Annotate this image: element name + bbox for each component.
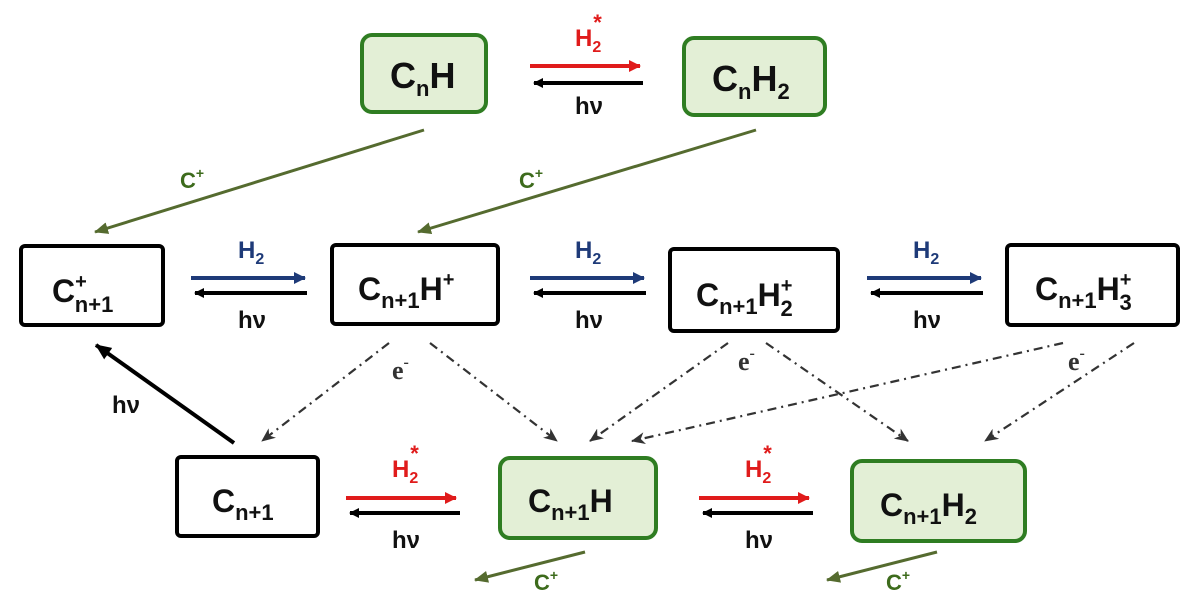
node-cn1h: Cn+1H (498, 456, 658, 540)
node-cn1: Cn+1 (175, 455, 320, 538)
dr-cn1hplus-to-cn1h (429, 342, 558, 442)
svg-text:hν: hν (392, 527, 420, 554)
svg-text:Cn+1H+2: Cn+1H+2 (696, 275, 793, 321)
svg-text:hν: hν (575, 307, 603, 334)
svg-text:H2*: H2* (392, 441, 419, 487)
electron-label-2: e- (738, 345, 755, 376)
dr-cn1hplus-to-cn1 (261, 342, 390, 442)
recombination-arrows (261, 341, 1135, 444)
node-cn1h2: Cn+1H2 (850, 459, 1027, 543)
electron-label-3: e- (1068, 345, 1085, 376)
svg-text:Cn+1H+3: Cn+1H+3 (1035, 269, 1132, 315)
arrow-cn1h-cplus: C+ (474, 550, 586, 595)
node-cnh: CnH (360, 33, 488, 114)
svg-text:hν: hν (575, 93, 603, 120)
svg-text:H2*: H2* (745, 441, 772, 487)
node-cnh2: CnH2 (682, 36, 827, 117)
svg-text:Cn+1H+: Cn+1H+ (358, 269, 454, 313)
svg-text:C+: C+ (519, 165, 543, 193)
reaction-cn1-cn1h: H2* hν (346, 441, 460, 554)
reaction-cn1h-cn1h2: H2* hν (699, 441, 813, 554)
node-cn1-plus: C+n+1 (19, 244, 165, 327)
svg-text:H2: H2 (575, 237, 601, 268)
node-cn1h-plus: Cn+1H+ (330, 243, 500, 326)
svg-text:Cn+1H2: Cn+1H2 (880, 487, 977, 529)
svg-text:C+: C+ (534, 567, 558, 595)
dr-cn1h3plus-to-cn1h2 (984, 342, 1135, 442)
svg-text:CnH: CnH (390, 55, 455, 101)
svg-text:C+: C+ (886, 567, 910, 595)
svg-text:hν: hν (238, 307, 266, 334)
svg-text:Cn+1H: Cn+1H (528, 483, 613, 525)
svg-text:H2: H2 (913, 237, 939, 268)
electron-label-1: e- (392, 354, 409, 385)
dr-cn1h2plus-to-cn1h (589, 342, 729, 442)
arrow-cn1h2-cplus: C+ (826, 550, 938, 595)
svg-text:CnH2: CnH2 (712, 58, 790, 104)
svg-text:hν: hν (112, 392, 140, 419)
arrow-cn1-to-cn1plus: hν (94, 343, 236, 445)
svg-text:Cn+1: Cn+1 (212, 483, 274, 525)
svg-text:H2: H2 (238, 237, 264, 268)
svg-text:hν: hν (913, 307, 941, 334)
svg-text:hν: hν (745, 527, 773, 554)
reaction-cnh-cnh2: H2* hν (530, 10, 643, 120)
arrow-cnh-to-cn1plus: C+ (94, 128, 425, 234)
dr-cn1h3plus-to-cn1h (631, 341, 1064, 444)
svg-text:C+: C+ (180, 165, 204, 193)
svg-text:H2*: H2* (575, 10, 602, 56)
reaction-cn1plus-cn1hplus: H2 hν (191, 237, 307, 334)
node-cn1h3-plus: Cn+1H+3 (1005, 243, 1180, 327)
reaction-cn1hplus-cn1h2plus: H2 hν (530, 237, 646, 334)
dr-cn1h2plus-to-cn1h2 (765, 342, 909, 442)
reaction-cn1h2plus-cn1h3plus: H2 hν (867, 237, 983, 334)
svg-text:C+n+1: C+n+1 (52, 271, 113, 317)
arrow-cnh2-to-cn1hplus: C+ (417, 128, 757, 234)
node-cn1h2-plus: Cn+1H+2 (668, 247, 840, 333)
